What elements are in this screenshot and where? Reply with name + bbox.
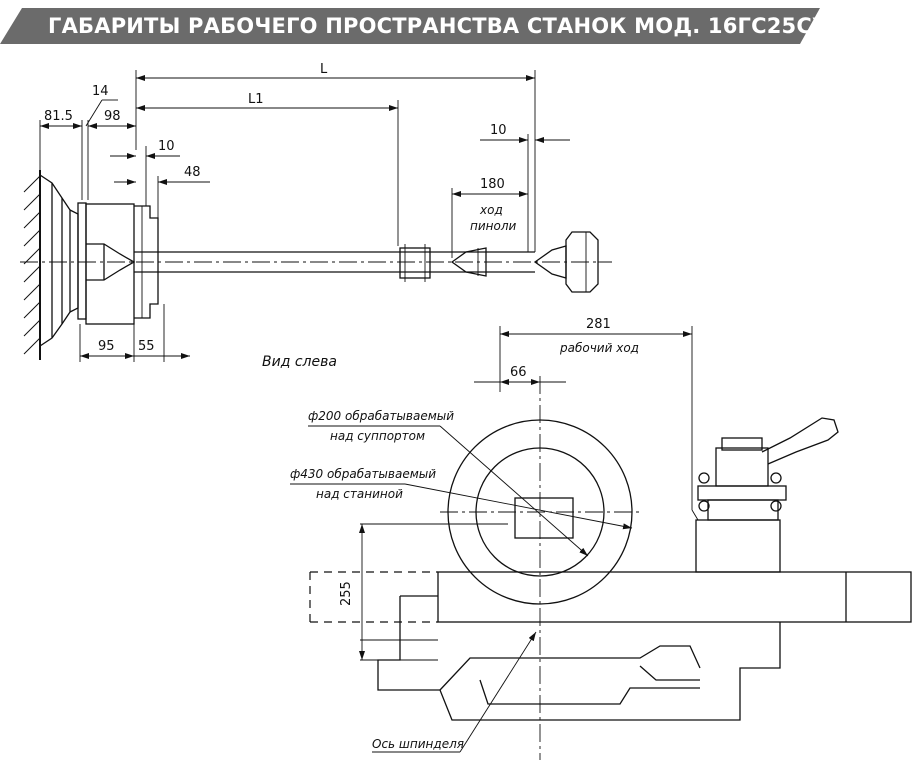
steady-rest [399, 244, 431, 282]
dim-10-chuck-label: 10 [158, 139, 175, 154]
dimension-48: 48 [114, 165, 210, 218]
technical-drawing: L L1 81.5 14 98 10 48 10 [20, 62, 912, 760]
dim-66-label: 66 [510, 365, 527, 380]
dim-55-label: 55 [138, 339, 155, 354]
dim-281-label: 281 [586, 317, 611, 332]
dim-14-label: 14 [92, 84, 109, 99]
dimension-66: 66 [474, 365, 566, 385]
dimension-10-chuck: 10 [110, 139, 180, 206]
tool-post [691, 417, 839, 573]
dimension-55: 55 [134, 304, 190, 362]
dimension-281: 281 рабочий ход [499, 317, 693, 510]
dimension-14: 14 [85, 84, 118, 200]
spindle-axis-label: Ось шпинделя [372, 737, 464, 751]
quill-travel-label-2: пиноли [470, 219, 517, 233]
dim-48-label: 48 [184, 165, 201, 180]
carriage-bed [309, 571, 912, 721]
quill-travel-label-1: ход [479, 203, 503, 217]
dim-98-label: 98 [104, 109, 121, 124]
dimension-L1: L1 [136, 92, 399, 246]
dimension-98: 98 [88, 109, 136, 129]
banner-shape [0, 8, 820, 44]
spindle-axis-callout: Ось шпинделя [372, 631, 537, 753]
dim-L1-label: L1 [248, 92, 264, 107]
page-title: ГАБАРИТЫ РАБОЧЕГО ПРОСТРАНСТВА СТАНОК МО… [48, 14, 829, 38]
dim-81-5-label: 81.5 [44, 109, 73, 124]
dimension-255: 255 [339, 523, 508, 660]
dimension-81-5: 81.5 [39, 109, 83, 200]
swing-430-label-2: над станиной [316, 487, 403, 501]
dimension-95: 95 [79, 324, 135, 362]
swing-200-label-1: ф200 обрабатываемый [308, 409, 454, 423]
dim-255-label: 255 [339, 581, 354, 606]
swing-circles [440, 376, 640, 760]
spindle-flange [39, 174, 87, 347]
dim-180-label: 180 [480, 177, 505, 192]
dimension-10-tail: 10 [480, 123, 570, 252]
swing-200-label-2: над суппортом [330, 429, 425, 443]
swing-430-label-1: ф430 обрабатываемый [290, 467, 436, 481]
dim-10-tail-label: 10 [490, 123, 507, 138]
dim-L-label: L [320, 62, 328, 77]
swing-200-callout: ф200 обрабатываемый над суппортом [308, 409, 589, 557]
dim-95-label: 95 [98, 339, 115, 354]
title-banner: ГАБАРИТЫ РАБОЧЕГО ПРОСТРАНСТВА СТАНОК МО… [0, 0, 914, 52]
working-travel-label: рабочий ход [559, 341, 639, 355]
swing-430-callout: ф430 обрабатываемый над станиной [290, 467, 633, 530]
banner-background [0, 8, 820, 44]
wall-hatching [23, 170, 41, 360]
dimension-180: 180 ход пиноли [451, 177, 528, 258]
left-view-label: Вид слева [262, 354, 337, 370]
chuck [85, 203, 159, 325]
